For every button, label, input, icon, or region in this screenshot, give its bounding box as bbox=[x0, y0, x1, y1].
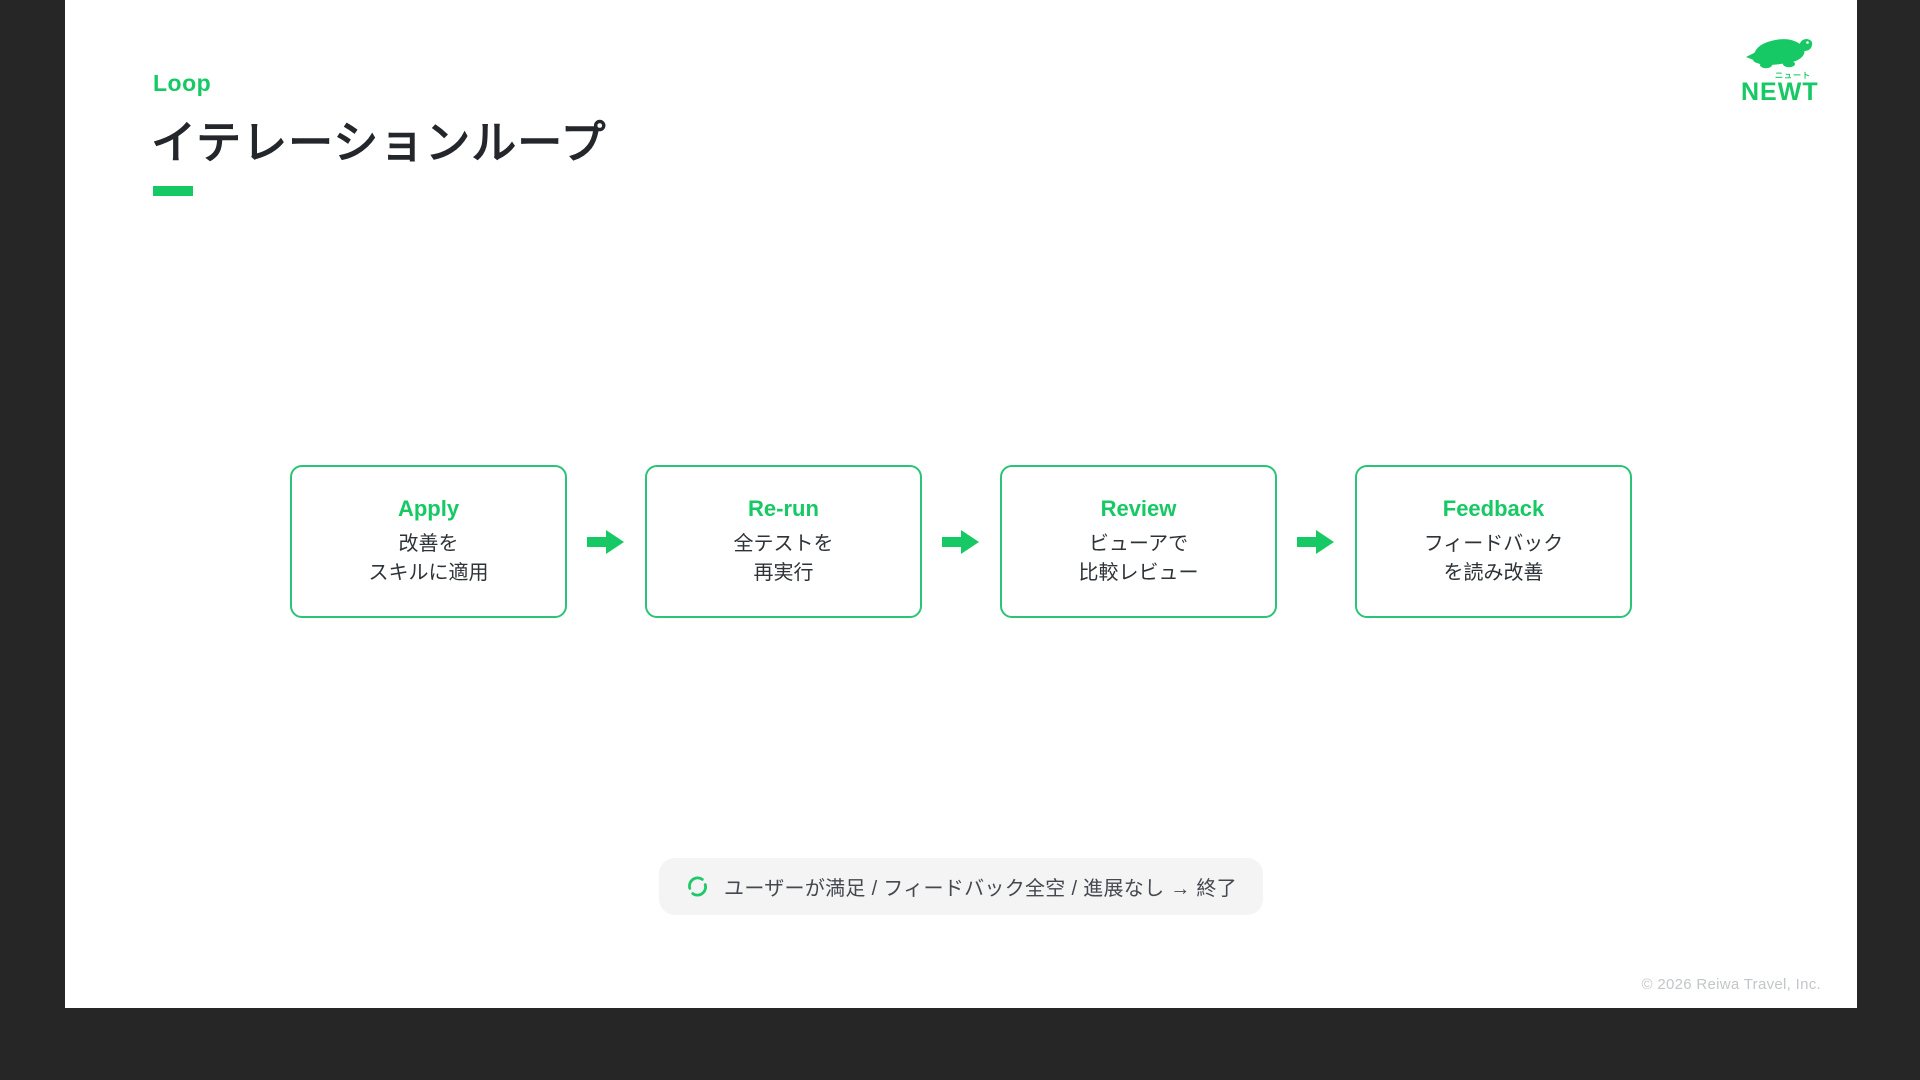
flow-arrow bbox=[567, 529, 645, 555]
newt-wordmark: NEWT bbox=[1741, 78, 1819, 106]
flow-step-rerun: Re-run 全テストを 再実行 bbox=[645, 465, 922, 618]
step-line: 比較レビュー bbox=[1078, 561, 1199, 584]
step-line: ビューアで bbox=[1088, 532, 1189, 555]
flow-step-review: Review ビューアで 比較レビュー bbox=[1000, 465, 1277, 618]
step-line: を読み改善 bbox=[1443, 561, 1544, 584]
right-block-arrow-icon bbox=[587, 529, 624, 554]
title-accent-bar bbox=[153, 186, 193, 196]
page-title: イテレーションループ bbox=[151, 117, 607, 168]
right-block-arrow-icon bbox=[942, 529, 979, 554]
exit-note-text: ユーザーが満足 / フィードバック全空 / 進展なし → 終了 bbox=[724, 878, 1237, 900]
step-line: 全テストを bbox=[733, 532, 834, 555]
exit-note-pill: ユーザーが満足 / フィードバック全空 / 進展なし → 終了 bbox=[659, 858, 1263, 915]
step-title: Apply bbox=[397, 495, 460, 521]
step-line: スキルに適用 bbox=[368, 561, 489, 584]
flow-arrow bbox=[1277, 529, 1355, 555]
newt-ruby-label: ニュート bbox=[1775, 71, 1811, 80]
flow-arrow bbox=[922, 529, 1000, 555]
step-title: Feedback bbox=[1442, 495, 1545, 521]
loop-refresh-icon bbox=[685, 874, 710, 899]
newt-logo: ニュート NEWT bbox=[1741, 34, 1819, 106]
presentation-slide: Loop イテレーションループ ニュート NEWT Apply 改善を スキルに… bbox=[65, 0, 1857, 1008]
right-block-arrow-icon bbox=[1297, 529, 1334, 554]
eyebrow-label: Loop bbox=[153, 70, 212, 96]
step-line: 改善を bbox=[398, 532, 459, 555]
turtle-icon bbox=[1746, 39, 1813, 69]
step-line: フィードバック bbox=[1423, 532, 1564, 555]
step-title: Re-run bbox=[748, 495, 819, 521]
flow-step-apply: Apply 改善を スキルに適用 bbox=[290, 465, 567, 618]
flow-step-feedback: Feedback フィードバック を読み改善 bbox=[1355, 465, 1632, 618]
step-title: Review bbox=[1100, 495, 1177, 521]
flow-diagram: Apply 改善を スキルに適用 Re-run 全テストを 再実行 Review… bbox=[65, 465, 1857, 618]
step-line: 再実行 bbox=[753, 561, 814, 584]
copyright-text: © 2026 Reiwa Travel, Inc. bbox=[1641, 976, 1821, 993]
